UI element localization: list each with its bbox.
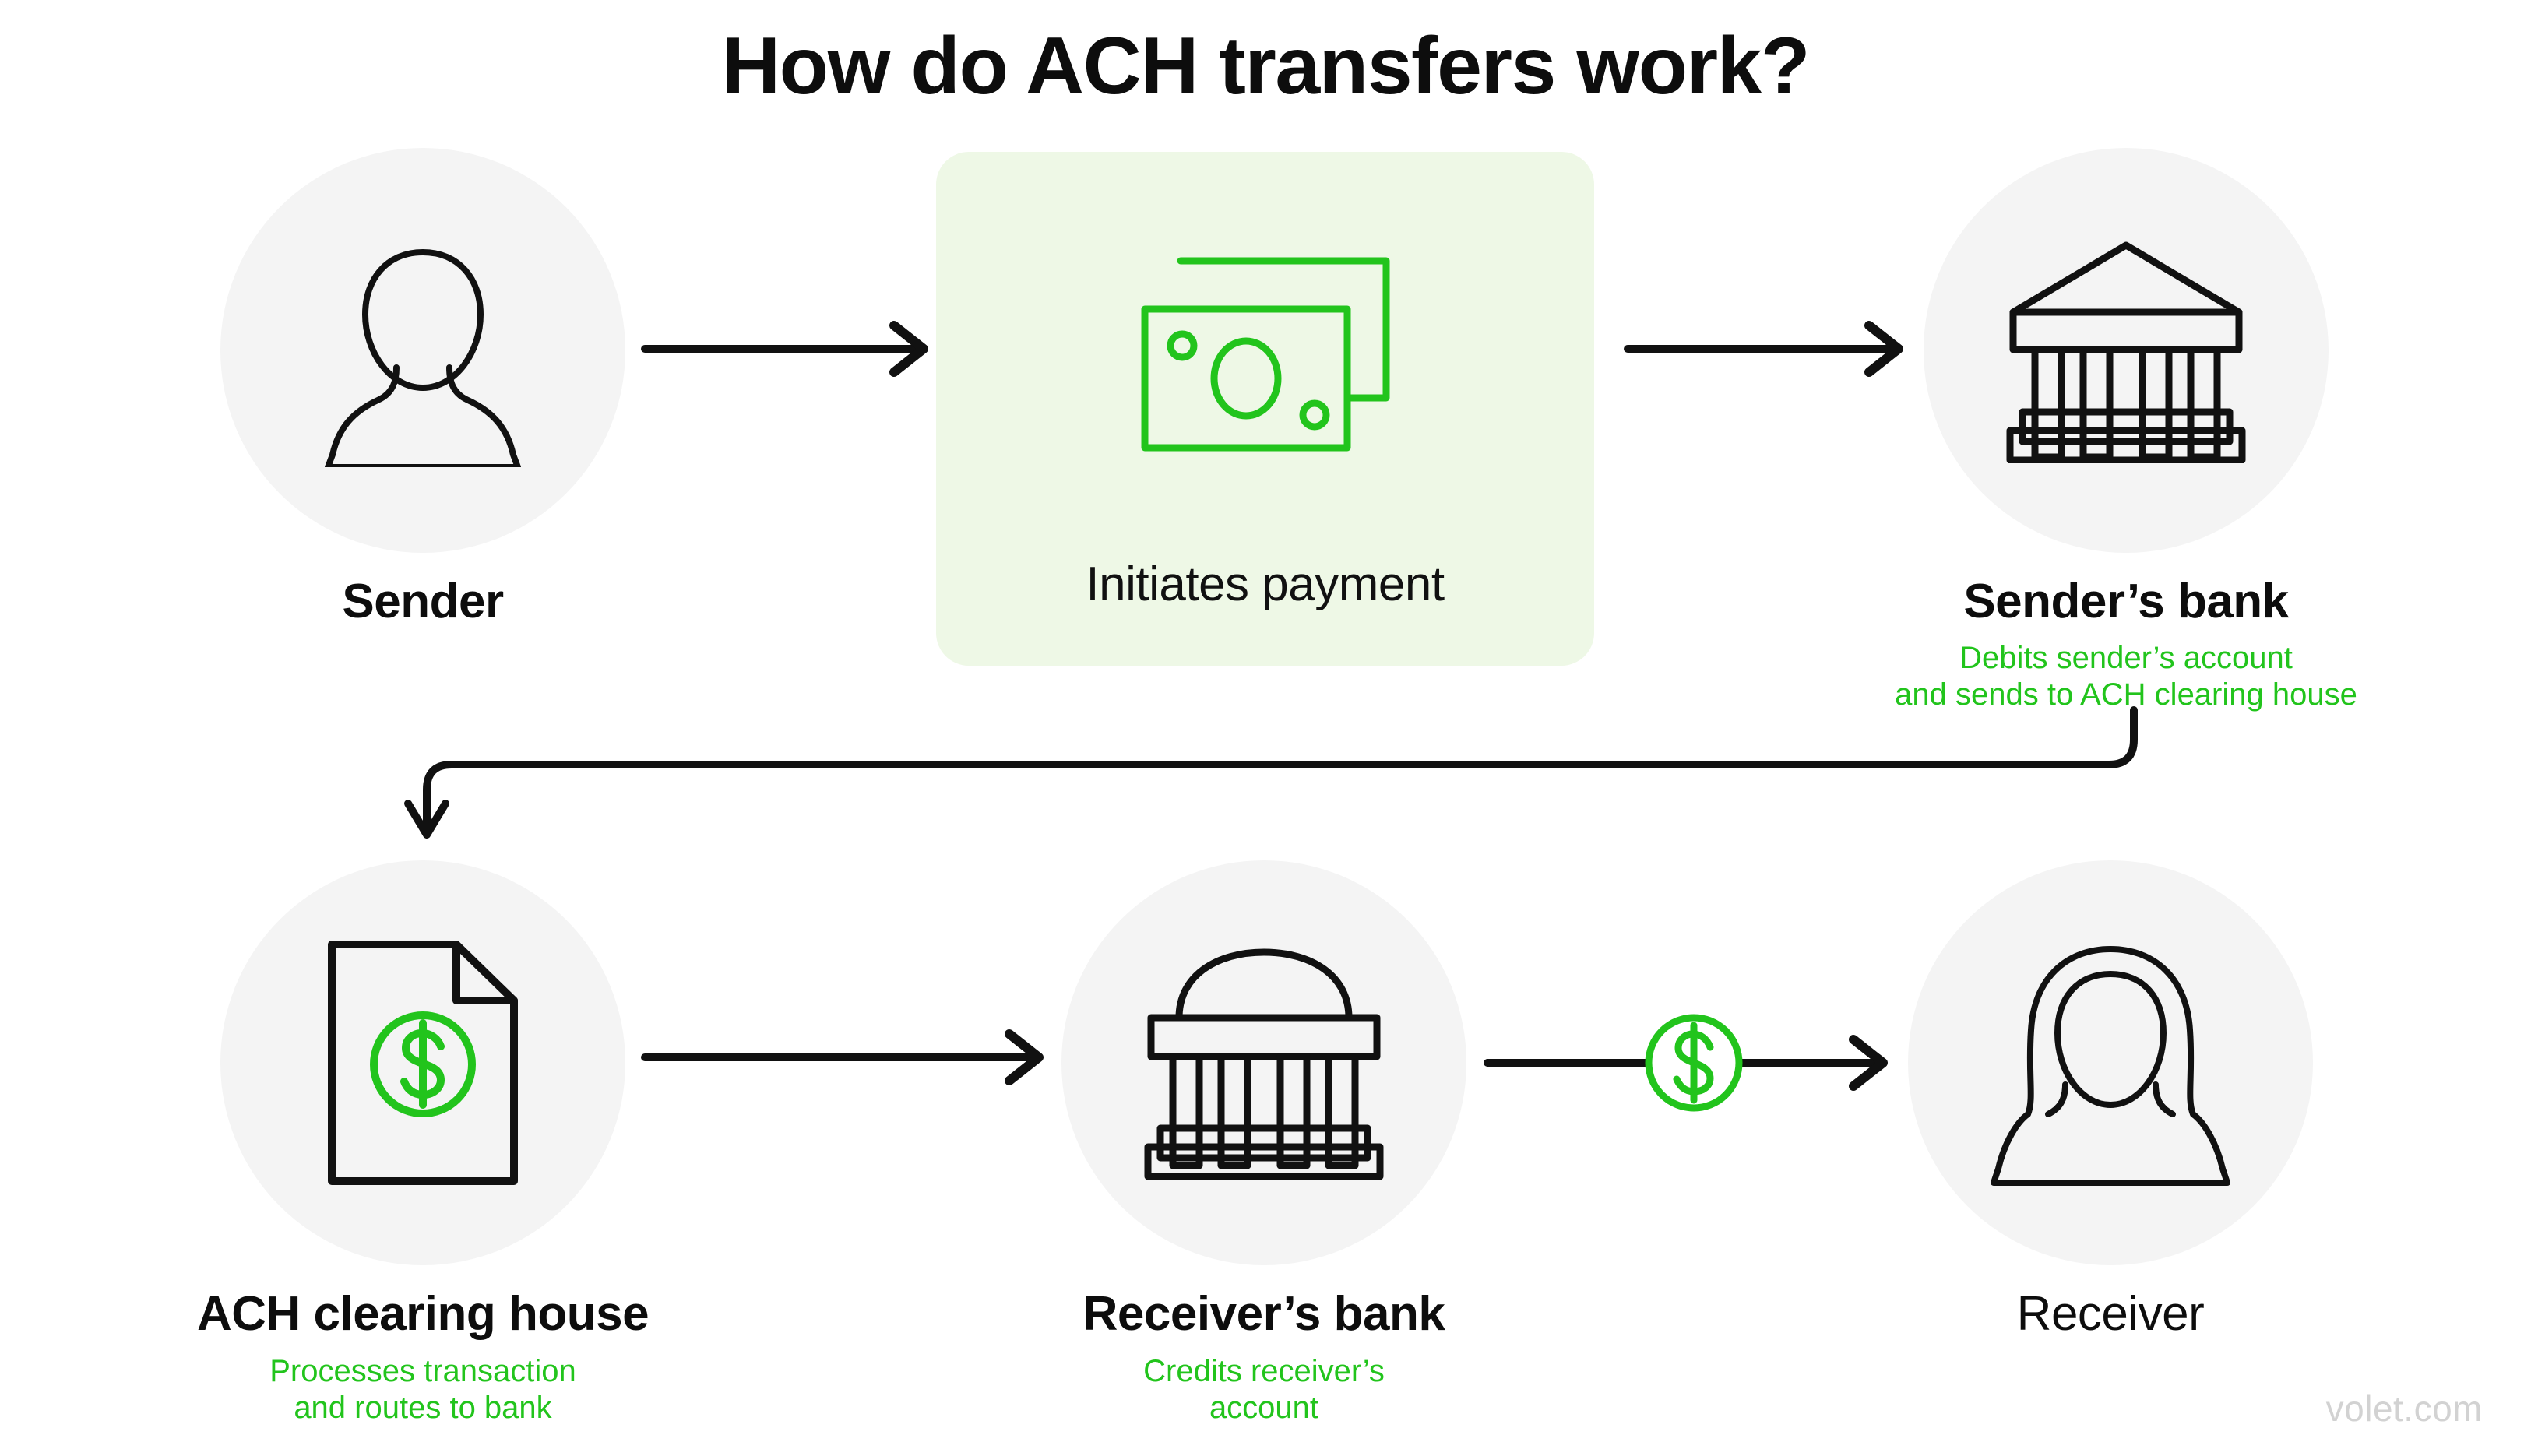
senders-bank-caption-line1: Debits sender’s account bbox=[1959, 641, 2293, 675]
sender-circle bbox=[220, 148, 625, 553]
banknotes-icon bbox=[936, 199, 1594, 510]
ach-clearing-house-caption: Processes transaction and routes to bank bbox=[143, 1353, 703, 1426]
receivers-bank-caption-line1: Credits receiver’s bbox=[1143, 1354, 1385, 1388]
senders-bank-circle bbox=[1924, 148, 2329, 553]
arrow-clearing-house-to-receivers-bank bbox=[641, 1029, 1044, 1085]
page-title: How do ACH transfers work? bbox=[722, 21, 1810, 111]
receivers-bank-circle bbox=[1061, 860, 1466, 1265]
receiver-label: Receiver bbox=[2016, 1287, 2205, 1341]
arrow-payment-to-senders-bank bbox=[1624, 321, 1903, 377]
receivers-bank-caption: Credits receiver’s account bbox=[1061, 1353, 1466, 1426]
receivers-bank-label: Receiver’s bank bbox=[1082, 1287, 1445, 1341]
arrow-senders-bank-to-clearing-house bbox=[404, 706, 2138, 839]
senders-bank-label: Sender’s bank bbox=[1963, 575, 2289, 628]
initiates-payment-card: Initiates payment bbox=[936, 152, 1594, 666]
ach-clearing-house-caption-line1: Processes transaction bbox=[269, 1354, 576, 1388]
initiates-payment-label: Initiates payment bbox=[1086, 557, 1445, 611]
ach-clearing-house-label: ACH clearing house bbox=[196, 1287, 649, 1341]
ach-clearing-house-circle bbox=[220, 860, 625, 1265]
receivers-bank-caption-line2: account bbox=[1209, 1391, 1319, 1426]
senders-bank-caption-line2: and sends to ACH clearing house bbox=[1895, 677, 2357, 712]
senders-bank-caption: Debits sender’s account and sends to ACH… bbox=[1698, 640, 2531, 713]
sender-label: Sender bbox=[342, 575, 504, 628]
watermark: volet.com bbox=[2325, 1388, 2483, 1429]
arrow-sender-to-payment bbox=[641, 321, 928, 377]
receiver-circle bbox=[1908, 860, 2313, 1265]
ach-clearing-house-caption-line2: and routes to bank bbox=[294, 1391, 552, 1426]
dollar-badge bbox=[1639, 1008, 1748, 1117]
